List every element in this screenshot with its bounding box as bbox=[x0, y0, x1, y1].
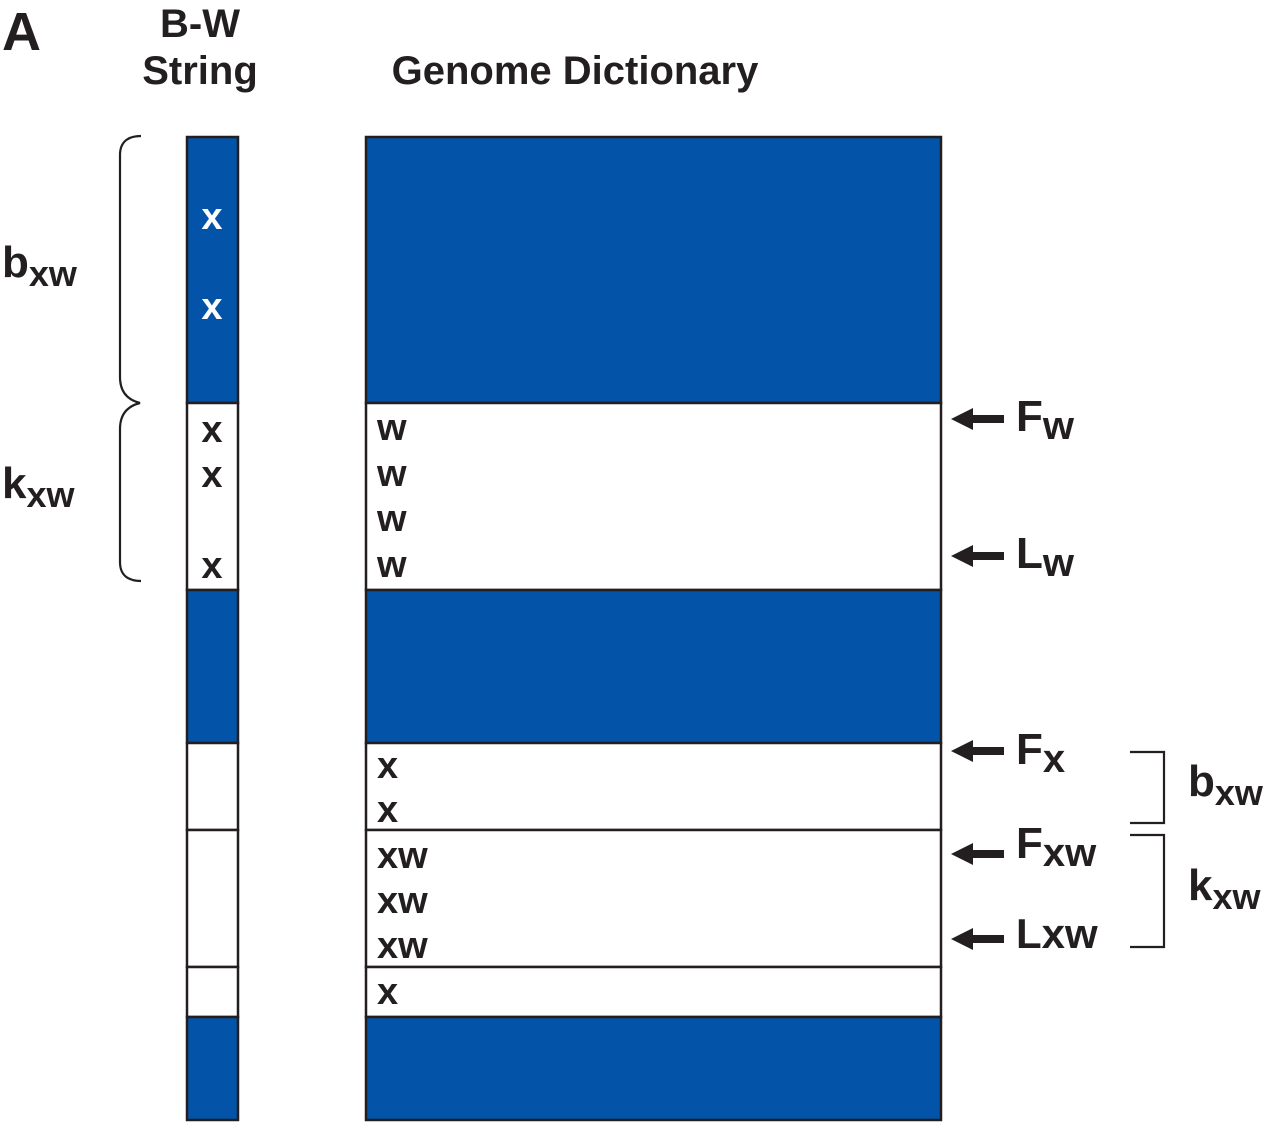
genome-row-xw-3: xw bbox=[377, 925, 428, 967]
genome-row-w-4: w bbox=[376, 544, 407, 586]
left-label-bxw: bxw bbox=[2, 238, 78, 294]
bw-block-white-kxw bbox=[185, 401, 240, 592]
genome-dictionary-header: Genome Dictionary bbox=[392, 49, 760, 93]
genome-block-blue-bottom bbox=[364, 1015, 943, 1122]
arrow-lw-sub: w bbox=[1042, 541, 1075, 585]
arrow-fw-icon bbox=[951, 408, 1004, 430]
arrow-lw-main: L bbox=[1016, 529, 1043, 578]
right-label-kxw: kxw bbox=[1188, 861, 1262, 917]
bw-letter-blue-2: x bbox=[201, 286, 222, 328]
arrow-lw-label: Lw bbox=[1016, 529, 1075, 585]
arrow-fxw-main: F bbox=[1016, 819, 1043, 868]
genome-row-xw-2: xw bbox=[377, 880, 428, 922]
bw-string-column: x x x x x bbox=[185, 135, 240, 1122]
arrow-fx: Fx bbox=[951, 725, 1065, 781]
genome-block-x-last bbox=[364, 965, 943, 1019]
genome-row-w-3: w bbox=[376, 498, 407, 540]
arrow-fxw-label: Fxw bbox=[1016, 819, 1097, 875]
genome-dictionary-column: w w w w x x xw xw xw x bbox=[364, 135, 943, 1122]
genome-row-xw-1: xw bbox=[377, 835, 428, 877]
arrow-fxw-icon bbox=[951, 843, 1004, 865]
right-label-kxw-sub: xw bbox=[1212, 876, 1261, 917]
arrow-fx-main: F bbox=[1016, 725, 1043, 774]
bw-block-white-4 bbox=[185, 965, 240, 1019]
bw-block-white-2 bbox=[185, 741, 240, 832]
arrow-fw-main: F bbox=[1016, 392, 1043, 441]
bw-block-blue-bottom bbox=[185, 1015, 240, 1122]
right-label-bxw-main: b bbox=[1188, 757, 1215, 806]
left-brace-top bbox=[118, 134, 142, 583]
genome-block-w bbox=[364, 401, 943, 592]
arrow-fx-icon bbox=[951, 740, 1004, 762]
bw-block-white-3 bbox=[185, 828, 240, 969]
genome-block-x bbox=[364, 741, 943, 832]
arrow-lxw-icon bbox=[951, 928, 1004, 950]
arrow-fx-label: Fx bbox=[1016, 725, 1065, 781]
genome-row-x-last: x bbox=[377, 971, 398, 1013]
genome-row-w-1: w bbox=[376, 407, 407, 449]
arrow-lxw: Lxw bbox=[951, 910, 1098, 957]
bw-letter-white-3: x bbox=[201, 545, 222, 587]
arrow-fx-sub: x bbox=[1043, 737, 1065, 781]
genome-block-xw bbox=[364, 828, 943, 969]
genome-row-x-2: x bbox=[377, 789, 398, 831]
arrow-fw: Fw bbox=[951, 392, 1075, 448]
left-label-bxw-sub: xw bbox=[29, 253, 78, 294]
genome-block-blue-middle bbox=[364, 588, 943, 745]
right-bracket-bxw bbox=[1130, 750, 1166, 825]
bw-letter-white-1: x bbox=[201, 409, 222, 451]
arrow-fw-sub: w bbox=[1042, 404, 1075, 448]
arrow-lw: Lw bbox=[951, 529, 1075, 585]
left-label-kxw-sub: xw bbox=[26, 474, 75, 515]
bw-block-blue-middle bbox=[185, 588, 240, 745]
right-label-bxw: bxw bbox=[1188, 757, 1264, 813]
left-label-bxw-main: b bbox=[2, 238, 29, 287]
bw-letter-white-2: x bbox=[201, 454, 222, 496]
genome-block-blue-top bbox=[364, 135, 943, 405]
left-label-kxw: kxw bbox=[2, 459, 76, 515]
bw-string-header-line2: String bbox=[142, 49, 258, 93]
arrow-lxw-label: Lxw bbox=[1016, 910, 1098, 957]
right-bracket-kxw bbox=[1130, 833, 1166, 949]
panel-label: A bbox=[2, 2, 41, 62]
arrow-lw-icon bbox=[951, 545, 1004, 567]
bw-block-blue-top bbox=[185, 135, 240, 405]
genome-row-w-2: w bbox=[376, 453, 407, 495]
genome-row-x-1: x bbox=[377, 745, 398, 787]
bw-string-header-line1: B-W bbox=[160, 2, 240, 46]
arrow-fxw: Fxw bbox=[951, 819, 1097, 875]
bw-letter-blue-1: x bbox=[201, 196, 222, 238]
arrow-fw-label: Fw bbox=[1016, 392, 1075, 448]
left-label-kxw-main: k bbox=[2, 459, 27, 508]
right-label-kxw-main: k bbox=[1188, 861, 1213, 910]
right-label-bxw-sub: xw bbox=[1215, 772, 1264, 813]
arrow-fxw-sub: xw bbox=[1043, 831, 1097, 875]
